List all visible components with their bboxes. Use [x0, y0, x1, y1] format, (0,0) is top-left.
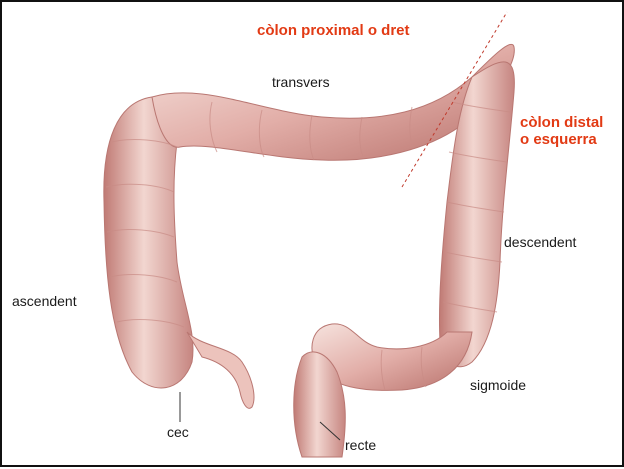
distal-colon-label-line1: còlon distal: [520, 114, 603, 131]
transverse-label: transvers: [272, 74, 330, 90]
distal-colon-label-line2: o esquerra: [520, 131, 603, 148]
distal-colon-label: còlon distal o esquerra: [520, 114, 603, 148]
descending-label: descendent: [504, 234, 576, 250]
proximal-colon-label: còlon proximal o dret: [257, 22, 410, 39]
ascending-label: ascendent: [12, 293, 77, 309]
cecum-label: cec: [167, 424, 189, 440]
sigmoid-label: sigmoide: [470, 377, 526, 393]
rectum-label: recte: [345, 437, 376, 453]
cecum-appendix: [187, 332, 254, 408]
